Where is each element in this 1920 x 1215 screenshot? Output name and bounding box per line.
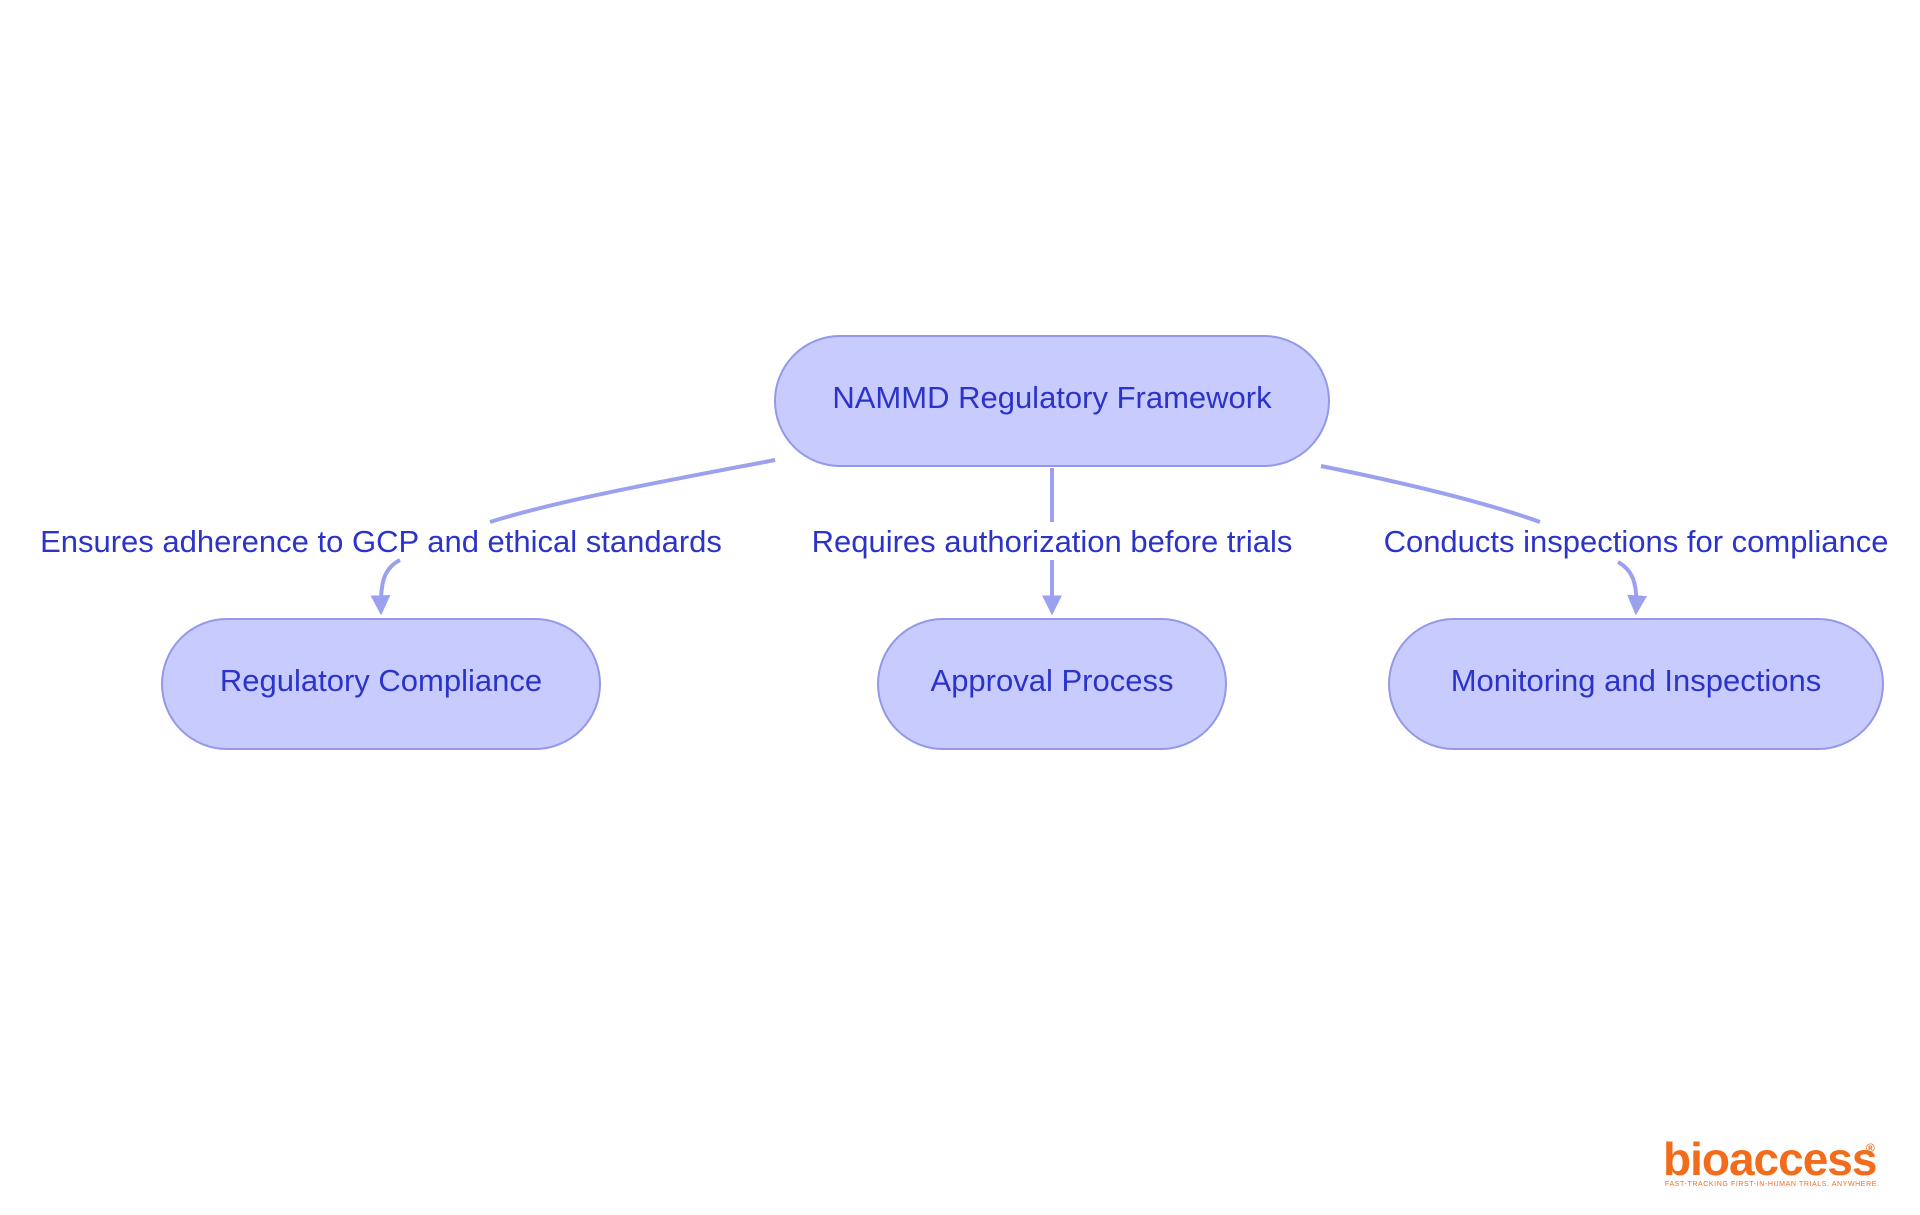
- node-regulatory-compliance-shape: [161, 618, 601, 750]
- logo-registered-mark: ®: [1866, 1141, 1875, 1155]
- edge-label-monitoring-and-inspections: Conducts inspections for compliance: [1384, 524, 1889, 559]
- edge-label-regulatory-compliance: Ensures adherence to GCP and ethical sta…: [40, 524, 722, 559]
- node-approval-process-shape: [877, 618, 1227, 750]
- node-regulatory-compliance: Regulatory Compliance: [161, 618, 601, 750]
- node-approval-process: Approval Process: [877, 618, 1227, 750]
- edge-root-to-regulatory-compliance: [381, 458, 776, 612]
- logo-tagline: FAST-TRACKING FIRST-IN-HUMAN TRIALS. ANY…: [1665, 1181, 1880, 1188]
- edge-labels: Ensures adherence to GCP and ethical sta…: [40, 524, 1888, 559]
- edges: [381, 458, 1636, 612]
- node-root-label: NAMMD Regulatory Framework: [832, 380, 1272, 415]
- logo-wordmark: bioaccess: [1663, 1133, 1876, 1185]
- node-monitoring-and-inspections-shape: [1388, 618, 1884, 750]
- node-monitoring-and-inspections-label: Monitoring and Inspections: [1451, 663, 1822, 698]
- edge-label-approval-process: Requires authorization before trials: [812, 524, 1293, 559]
- edge-root-to-monitoring-and-inspections: [1320, 464, 1636, 612]
- node-root-shape: [774, 335, 1330, 467]
- bioaccess-logo: bioaccess ® FAST-TRACKING FIRST-IN-HUMAN…: [1663, 1133, 1880, 1188]
- node-approval-process-label: Approval Process: [931, 663, 1174, 698]
- node-regulatory-compliance-label: Regulatory Compliance: [220, 663, 542, 698]
- node-monitoring-and-inspections: Monitoring and Inspections: [1388, 618, 1884, 750]
- node-root: NAMMD Regulatory Framework: [774, 335, 1330, 467]
